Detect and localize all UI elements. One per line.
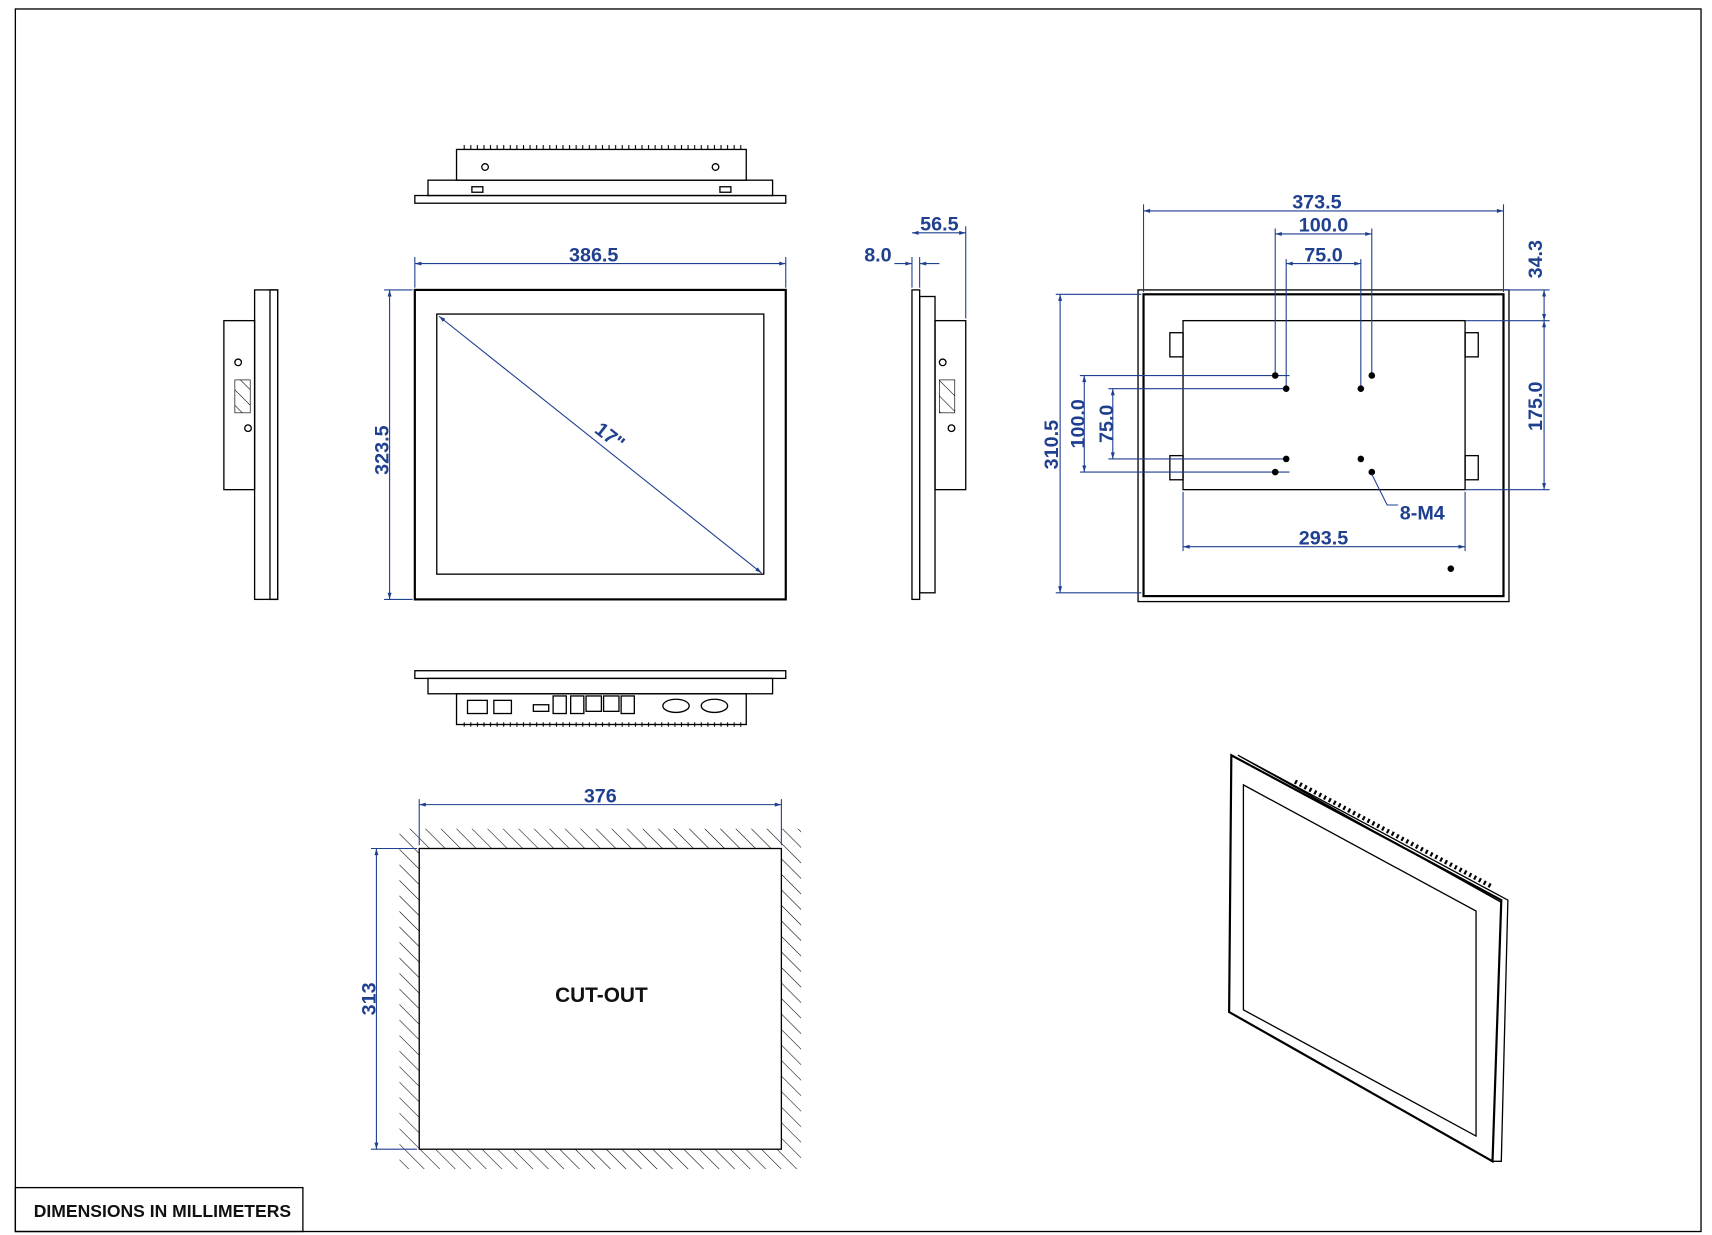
- vesa-inner-h-label: 75.0: [1304, 244, 1342, 266]
- bottom-view: [414, 670, 787, 727]
- isometric-view: [1228, 753, 1509, 1164]
- bezel-depth-label: 8.0: [864, 244, 891, 266]
- vesa-outer-h-label: 100.0: [1299, 215, 1348, 237]
- screw-spec-label: 8-M4: [1400, 502, 1445, 524]
- front-bezel: [413, 288, 787, 601]
- cutout-view: CUT-OUT 376 313: [358, 785, 802, 1169]
- left-side-view: [223, 289, 279, 601]
- front-height-label: 323.5: [371, 425, 393, 474]
- heatsink-height-label: 175.0: [1525, 382, 1547, 431]
- sheet-border: [14, 8, 1702, 1233]
- cutout-opening: [418, 847, 783, 1150]
- rear-view: 373.5 100.0 75.0 34.3 175.0 310.5 100.0 …: [1041, 192, 1550, 603]
- top-offset-label: 34.3: [1525, 240, 1547, 278]
- total-depth-label: 56.5: [920, 214, 958, 236]
- front-width-label: 386.5: [569, 244, 618, 266]
- vesa-inner-v-label: 75.0: [1096, 405, 1118, 443]
- cutout-title: CUT-OUT: [555, 984, 648, 1007]
- top-view: [414, 145, 787, 204]
- cutout-height-label: 313: [358, 982, 380, 1015]
- units-note: DIMENSIONS IN MILLIMETERS: [34, 1201, 292, 1221]
- display-area: [436, 313, 765, 575]
- right-side-view: 8.0 56.5: [864, 214, 967, 601]
- rear-height-label: 310.5: [1041, 420, 1063, 469]
- units-note-box: DIMENSIONS IN MILLIMETERS: [14, 1186, 304, 1233]
- front-view: 17" 386.5 323.5: [371, 244, 787, 601]
- heatsink-width-label: 293.5: [1299, 528, 1348, 550]
- rear-width-label: 373.5: [1292, 192, 1341, 214]
- diagonal-label: 17": [590, 418, 628, 455]
- cutout-width-label: 376: [584, 785, 617, 807]
- vesa-outer-v-label: 100.0: [1067, 399, 1089, 448]
